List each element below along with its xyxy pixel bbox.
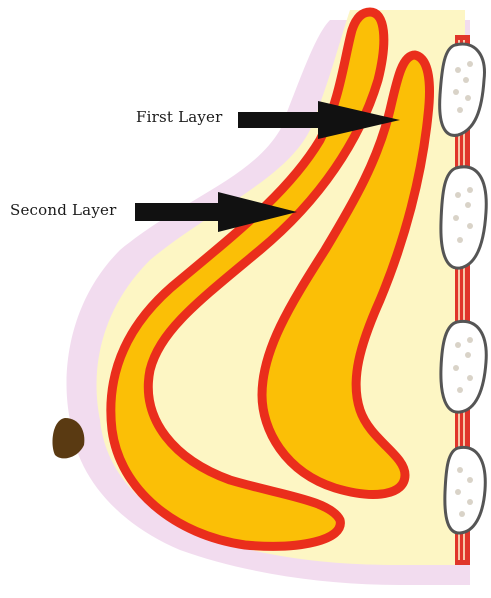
rib-3 <box>441 321 486 412</box>
second-layer-label: Second Layer <box>10 201 116 219</box>
rib-2 <box>441 167 486 268</box>
rib-1 <box>440 44 485 135</box>
first-layer-label: First Layer <box>136 108 223 126</box>
rib-4 <box>445 447 485 533</box>
